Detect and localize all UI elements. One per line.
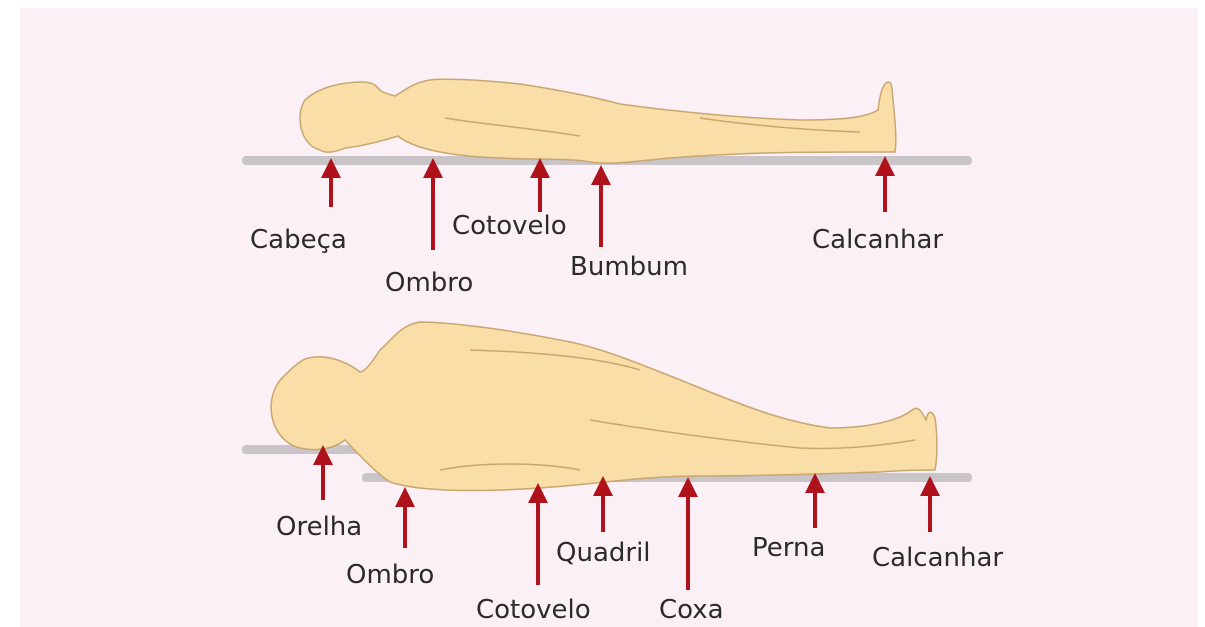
label-supine-elbow: Cotovelo [452,213,567,239]
label-supine-buttocks: Bumbum [570,254,688,280]
label-lateral-thigh: Coxa [659,597,724,623]
label-lateral-heel: Calcanhar [872,545,1003,571]
label-lateral-elbow: Cotovelo [476,597,591,623]
label-supine-heel: Calcanhar [812,227,943,253]
label-lateral-leg: Perna [752,535,825,561]
label-lateral-hip: Quadril [556,540,651,566]
lateral-body [271,322,937,490]
supine-body [300,79,896,163]
label-supine-head: Cabeça [250,227,347,253]
label-supine-shoulder: Ombro [385,270,473,296]
label-lateral-ear: Orelha [276,514,362,540]
label-lateral-shoulder: Ombro [346,562,434,588]
